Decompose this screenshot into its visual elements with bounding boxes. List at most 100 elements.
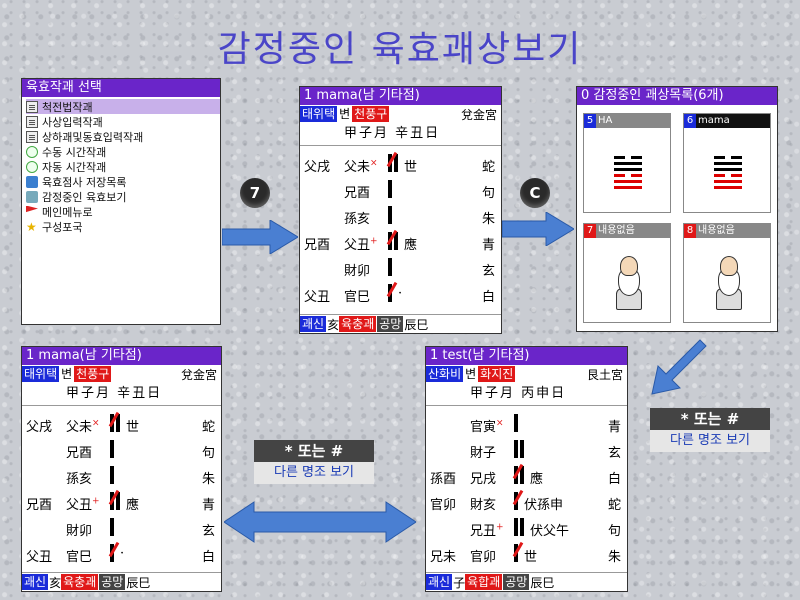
arrow-right-icon [222,220,298,254]
six-god-label: 白 [607,472,621,487]
key-7-button[interactable]: 7 [240,178,270,208]
hidden-relation: 父丑 [304,290,331,305]
card-label: HA [598,115,613,126]
other-chart-label-center: * 또는 # 다른 명조 보기 [254,440,374,484]
yang-line-icon [512,489,524,514]
yao-row: 官卯財亥伏孫申蛇 [426,489,627,514]
relation-text: 官巳 [344,290,371,305]
other-chart-text: 다른 명조 보기 [254,462,374,484]
relation-text: 官卯 [470,550,497,565]
menu-item[interactable]: 척전법작괘 [26,99,220,114]
yin-line-icon [614,174,642,177]
list-header: 0 감정중인 괘상목록(6개) [577,87,777,105]
palace-label: 艮土宮 [586,367,623,382]
yang-line-icon [386,281,398,306]
relation-label: 財卯 [66,520,92,539]
yao-row: 官寅×青 [426,412,627,436]
void-value: 辰巳 [126,575,151,590]
line-bar [514,414,518,432]
six-god-label: 朱 [481,212,495,227]
yao-extra: 世 [524,550,538,565]
yang-line-icon [388,180,392,202]
doc-icon [26,130,38,143]
yao-extra: 世 [126,420,140,435]
gua-shen-tag: 괘신 [22,574,49,590]
void-tag: 공망 [99,574,126,590]
void-tag: 공망 [377,316,404,332]
menu-item-label: 메인메뉴로 [42,205,93,219]
six-god-label: 朱 [607,550,621,565]
sage-icon [714,250,742,310]
yang-line-icon [714,186,742,189]
date-label: 甲子月 辛丑日 [300,123,501,146]
page-title: 감정중인 육효괘상보기 [217,29,583,70]
relation-label: 孫亥 [66,468,92,487]
menu-item[interactable]: 사상입력작괘 [26,114,220,129]
yao-extra: 應 [126,498,140,513]
hidden-relation: 父丑 [26,550,53,565]
yin-line-icon [714,156,742,159]
change-tag: 변 [61,367,73,381]
menu-item[interactable]: ★구성포국 [26,219,220,234]
hexagram-icon [614,156,642,192]
yao-mark: × [92,418,100,429]
relation-label: 財子 [470,442,496,461]
line-bar [110,466,114,484]
yang-line-icon [110,466,114,488]
yao-row: 財卯玄 [300,256,501,280]
yao-row: 兄酉父丑+應青 [22,489,221,514]
menu-item[interactable]: 수동 시간작괘 [26,144,220,159]
relation-label: 兄戌 [470,468,496,487]
void-value: 辰巳 [404,317,429,332]
line-bar [514,518,524,536]
yang-line-icon [514,414,518,436]
key-c-button[interactable]: C [520,178,550,208]
gua-shen-value: 子 [453,575,466,590]
hidden-relation: 官卯 [430,498,457,513]
menu-item[interactable]: 육효점사 저장목록 [26,174,220,189]
relation-text: 官巳 [66,550,93,565]
yao-extra: · [120,546,125,561]
relation-label: 官卯 [470,546,496,565]
gua-shen-value: 亥 [327,317,340,332]
yao-row: 孫酉兄戌應白 [426,463,627,488]
yang-line-icon [714,162,742,165]
view-icon [26,190,38,203]
yao-extra: · [398,286,403,301]
main-hexagram-tag: 산화비 [426,366,464,382]
menu-header: 육효작괘 선택 [22,79,220,97]
other-chart-label-right: * 또는 # 다른 명조 보기 [650,408,770,452]
menu-item[interactable]: 감정중인 육효보기 [26,189,220,204]
card-label: mama [698,115,730,126]
yao-mark: + [496,522,504,533]
yang-line-icon [108,541,120,566]
yao-row: 財子玄 [426,438,627,462]
flag-icon [26,205,38,213]
yin-line-icon [512,463,524,488]
hidden-relation: 父戌 [26,420,53,435]
yao-row: 財卯玄 [22,516,221,540]
six-god-label: 白 [201,550,215,565]
menu-item-label: 수동 시간작괘 [42,145,107,159]
card-number: 7 [584,224,596,238]
yao-mark: + [92,496,100,507]
other-chart-text: 다른 명조 보기 [650,430,770,452]
yang-line-icon [110,518,114,540]
yang-line-icon [388,206,392,228]
menu-item[interactable]: 상하괘및동효입력작괘 [26,129,220,144]
yao-extra: 應 [530,472,544,487]
menu-item[interactable]: 자동 시간작괘 [26,159,220,174]
menu-item[interactable]: 메인메뉴로 [26,204,220,219]
double-arrow-icon [224,501,416,543]
yang-line-icon [614,186,642,189]
star-icon: ★ [26,219,37,234]
